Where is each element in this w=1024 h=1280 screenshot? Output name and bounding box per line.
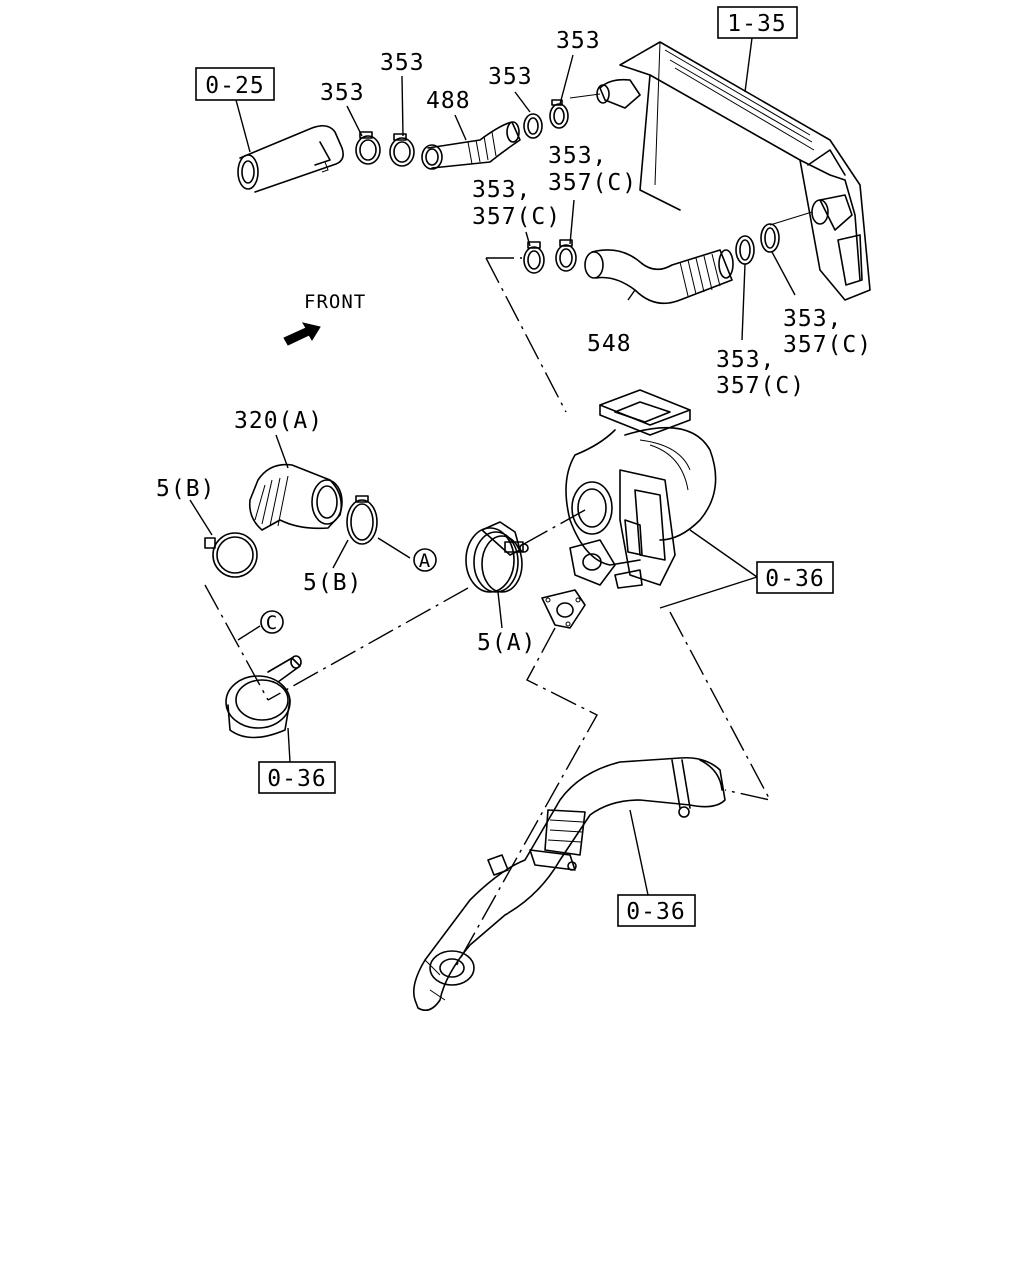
part-label-548: 548 [587,331,632,357]
part-label-5b-bottom: 5(B) [303,570,362,596]
gasket [541,589,586,629]
part-label-5b-top: 5(B) [156,476,215,502]
ref-box-0-36-right: 0-36 [756,561,834,594]
ref-box-0-36-bottom: 0-36 [617,894,696,927]
part-label-320a: 320(A) [234,408,323,434]
front-label: FRONT [304,291,366,313]
ref-0-25-label: 0-25 [205,73,264,99]
part-label-353-a: 353 [320,80,365,106]
callout-a-label: A [419,550,431,572]
callout-a: A [413,548,437,572]
callout-c-label: C [266,612,278,634]
ref-0-36-bottom-label: 0-36 [626,899,685,925]
callout-c-leader [237,625,261,641]
part-label-353-357c-1-line2: 357(C) [548,170,637,196]
ref-box-1-35: 1-35 [717,6,798,39]
turbocharger [565,389,717,589]
part-label-353-357c-3-line1: 353, [783,306,842,332]
leader-lines [189,37,796,896]
ref-box-0-25: 0-25 [195,67,275,101]
part-label-353-357c-1-line1: 353, [548,143,607,169]
part-label-488: 488 [426,88,471,114]
ref-0-36-left-label: 0-36 [267,766,326,792]
upper-pipe-chain [237,99,569,193]
callout-c: C [260,610,284,634]
hose-548-assembly [523,223,780,305]
part-label-353-357c-4-line2: 357(C) [716,373,805,399]
front-arrow-icon [283,322,321,346]
part-label-5a: 5(A) [477,630,536,656]
outlet-elbow [225,655,302,739]
hose-320a [204,463,378,578]
part-label-353-d: 353 [556,28,601,54]
ref-1-35-label: 1-35 [727,11,786,37]
v-band-clamp [465,521,529,593]
intercooler [569,41,871,301]
ref-box-0-36-left: 0-36 [258,761,336,794]
part-label-353-c: 353 [488,64,533,90]
part-label-353-b: 353 [380,50,425,76]
part-label-353-357c-2-line1: 353, [472,177,531,203]
part-label-353-357c-2-line2: 357(C) [472,204,561,230]
exhaust-pipe [412,756,726,1011]
part-label-353-357c-3-line2: 357(C) [783,332,872,358]
center-lines [204,257,772,969]
part-label-353-357c-4-line1: 353, [716,347,775,373]
ref-0-36-right-label: 0-36 [765,566,824,592]
